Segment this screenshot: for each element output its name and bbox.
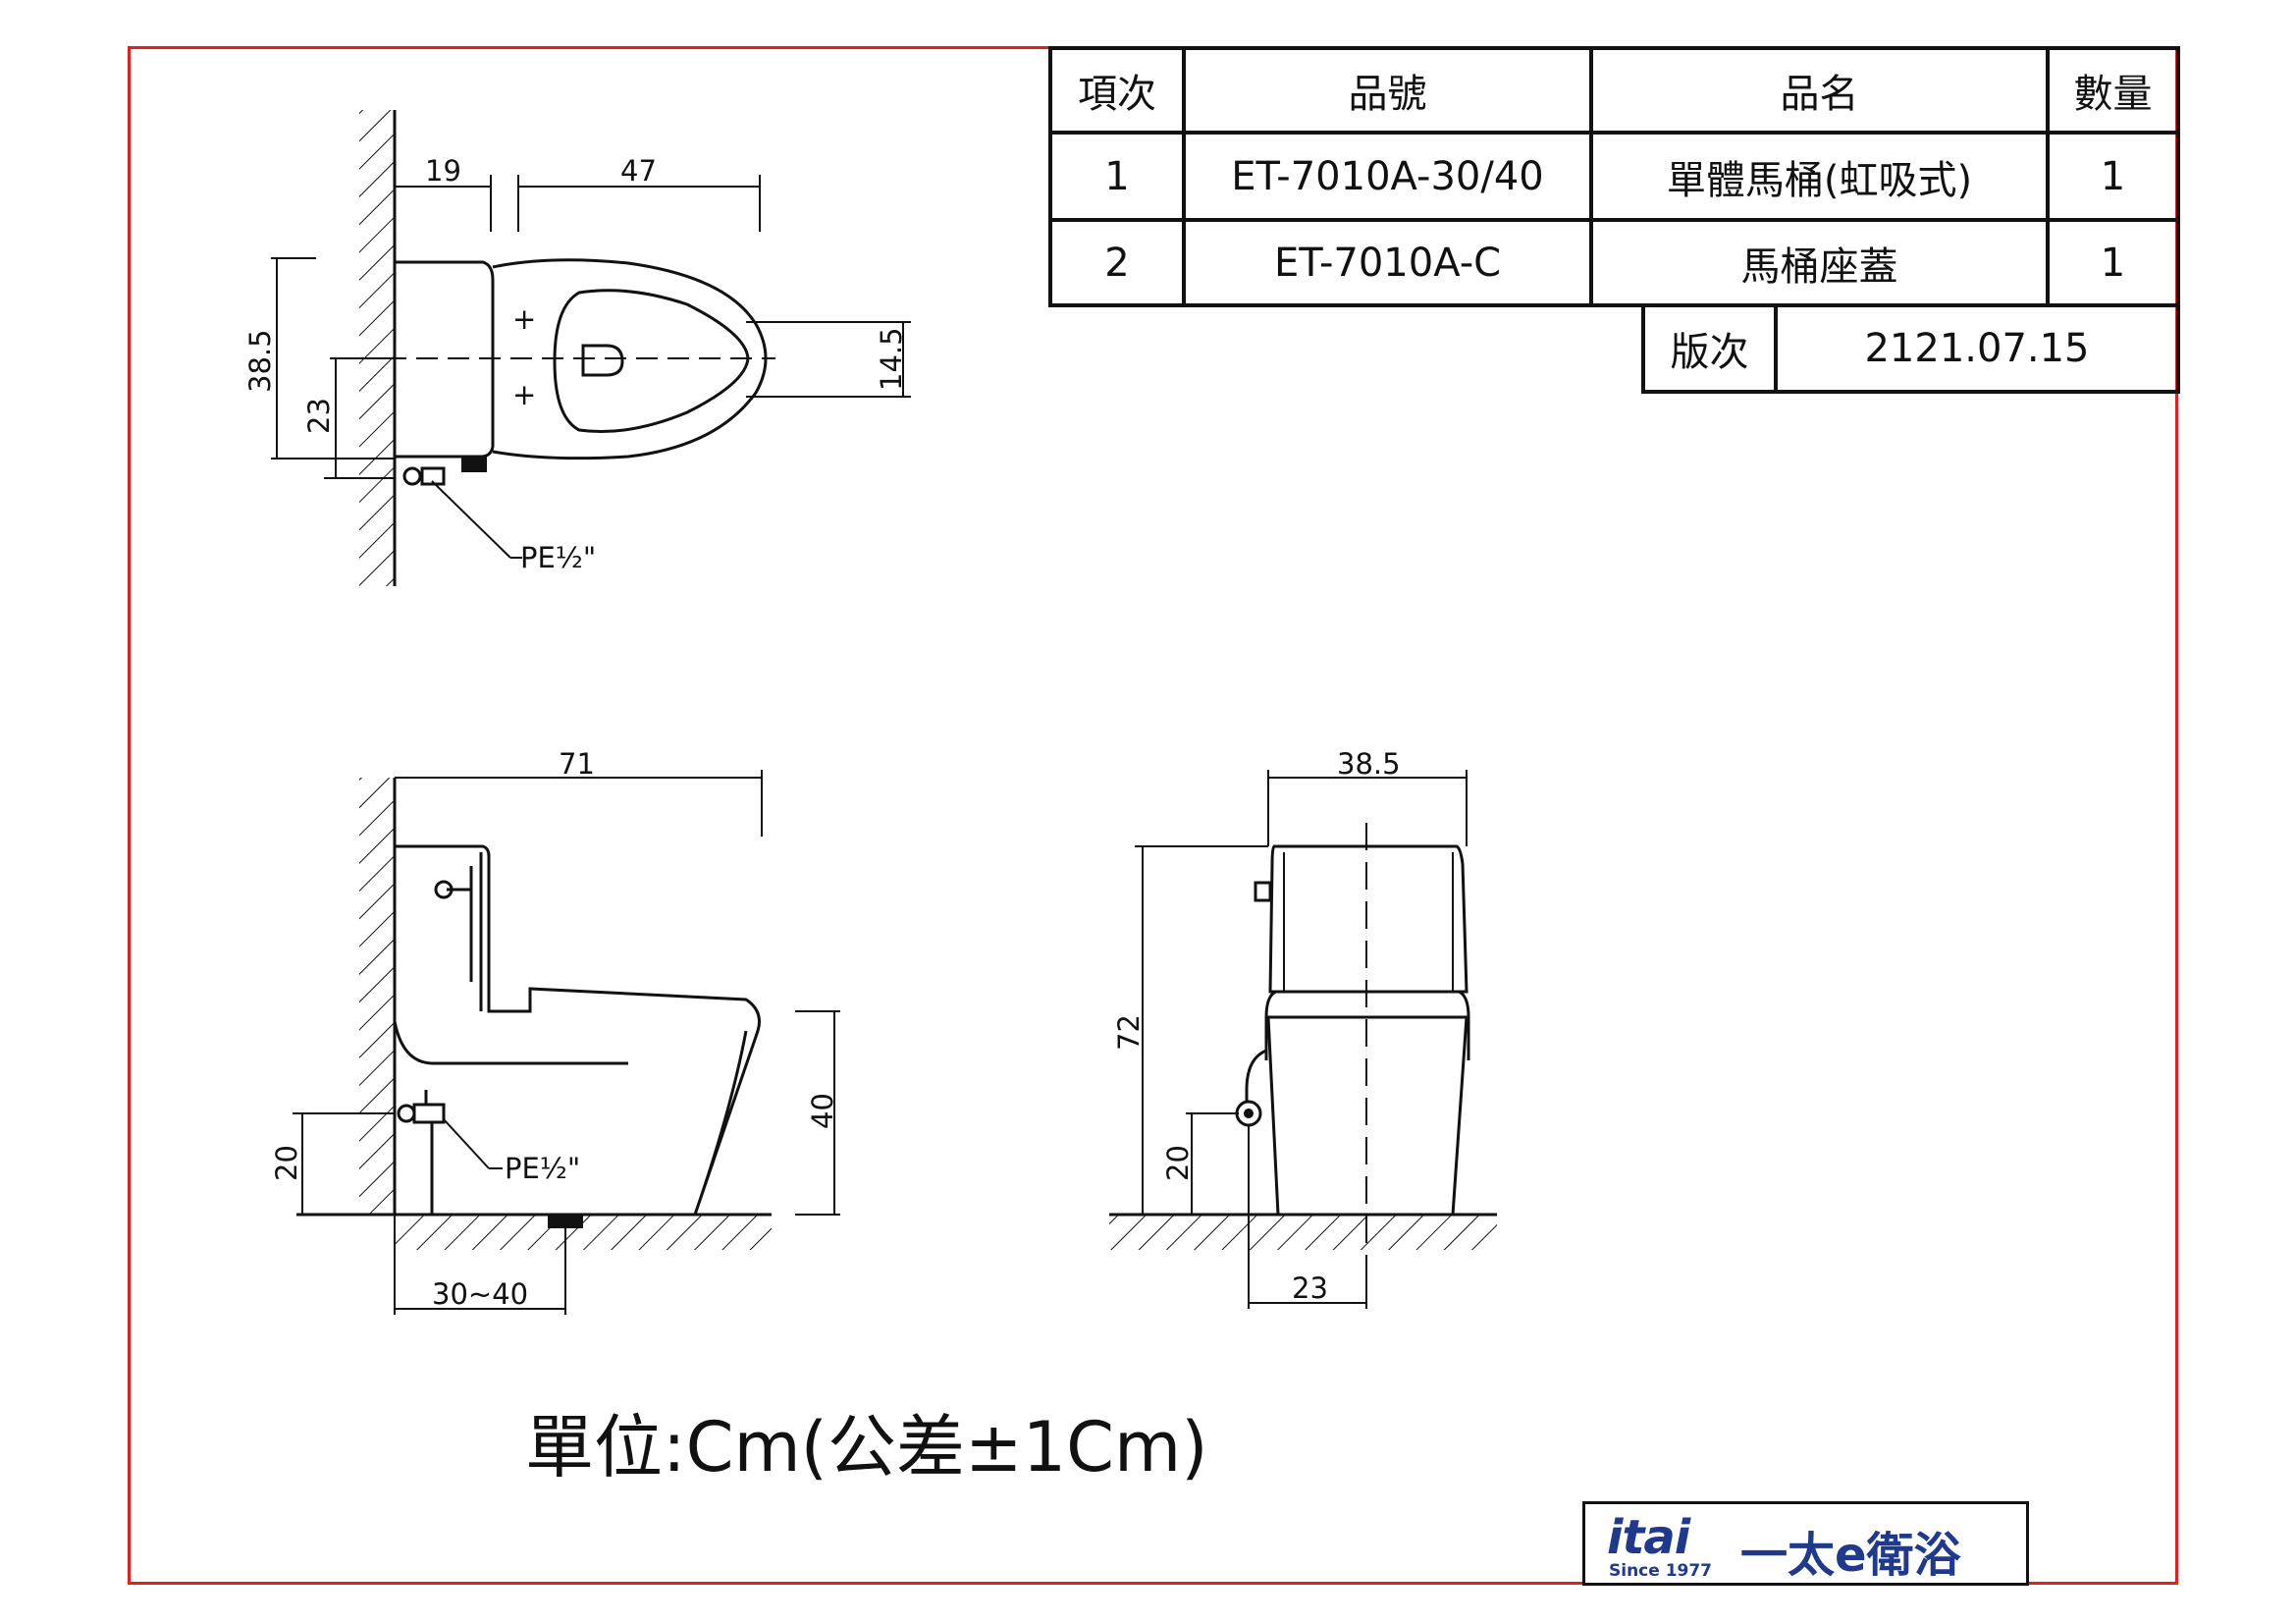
floor-hatch-front: [1109, 1215, 1497, 1250]
dim-23-top: 23: [302, 398, 336, 434]
svg-text:+: +: [512, 302, 536, 336]
logo-mark: itai: [1607, 1510, 1690, 1565]
pipe-label-side: PE½": [505, 1152, 580, 1185]
row2-item-no: 2: [1104, 240, 1130, 286]
dim-47: 47: [620, 154, 657, 188]
row1-quantity: 1: [2100, 153, 2126, 199]
dim-14-5: 14.5: [875, 327, 908, 391]
version-value: 2121.07.15: [1864, 326, 2090, 371]
toilet-outline-side: [393, 844, 761, 1216]
pipe-label-top: PE½": [520, 541, 596, 574]
dim-71: 71: [559, 747, 595, 781]
dim-72: 72: [1112, 1014, 1146, 1051]
dim-23-front: 23: [1292, 1271, 1328, 1305]
pipe-leader-top: [431, 480, 511, 559]
header-part-name: 品名: [1780, 72, 1859, 117]
dim-38-5-front: 38.5: [1337, 747, 1401, 781]
dim-19: 19: [425, 154, 461, 188]
bowl-inner-top: [553, 289, 750, 433]
front-view: 38.5 72 20 23: [1109, 747, 1497, 1309]
dim-38-5-top: 38.5: [243, 329, 277, 393]
pipe-leader-side: [443, 1118, 490, 1169]
header-item-no: 項次: [1078, 72, 1156, 117]
logo-since: Since 1977: [1609, 1561, 1713, 1581]
unit-note: 單位:Cm(公差±1Cm): [525, 1407, 1208, 1488]
row1-item-no: 1: [1104, 153, 1130, 199]
dim-40: 40: [806, 1093, 839, 1129]
row1-part-name: 單體馬桶(虹吸式): [1666, 157, 1973, 203]
tank-outline-top: [393, 260, 495, 459]
svg-text:+: +: [512, 378, 536, 411]
row2-part-name: 馬桶座蓋: [1740, 243, 1898, 290]
version-label: 版次: [1670, 330, 1749, 375]
dim-20-front: 20: [1161, 1145, 1195, 1181]
header-part-no: 品號: [1348, 72, 1427, 117]
header-quantity: 數量: [2073, 72, 2153, 117]
row2-part-no: ET-7010A-C: [1273, 240, 1502, 286]
brand-logo: itai Since 1977 一太e衛浴: [1582, 1501, 2029, 1586]
logo-name: 一太e衛浴: [1740, 1528, 1961, 1583]
dim-30-40: 30~40: [432, 1277, 528, 1311]
wall-hatch-top: [359, 110, 395, 586]
bowl-outline-front: [1264, 1016, 1470, 1216]
side-view: PE½" 71 40 20 30~40: [270, 747, 840, 1315]
wall-hatch-side: [359, 778, 395, 1215]
row2-quantity: 1: [2100, 240, 2126, 286]
dim-20-side: 20: [270, 1145, 303, 1181]
row1-part-no: ET-7010A-30/40: [1231, 153, 1544, 199]
top-view: + + PE½" 19 47 38.5 23 14.5: [243, 110, 911, 586]
tank-outline-front: [1268, 844, 1468, 994]
